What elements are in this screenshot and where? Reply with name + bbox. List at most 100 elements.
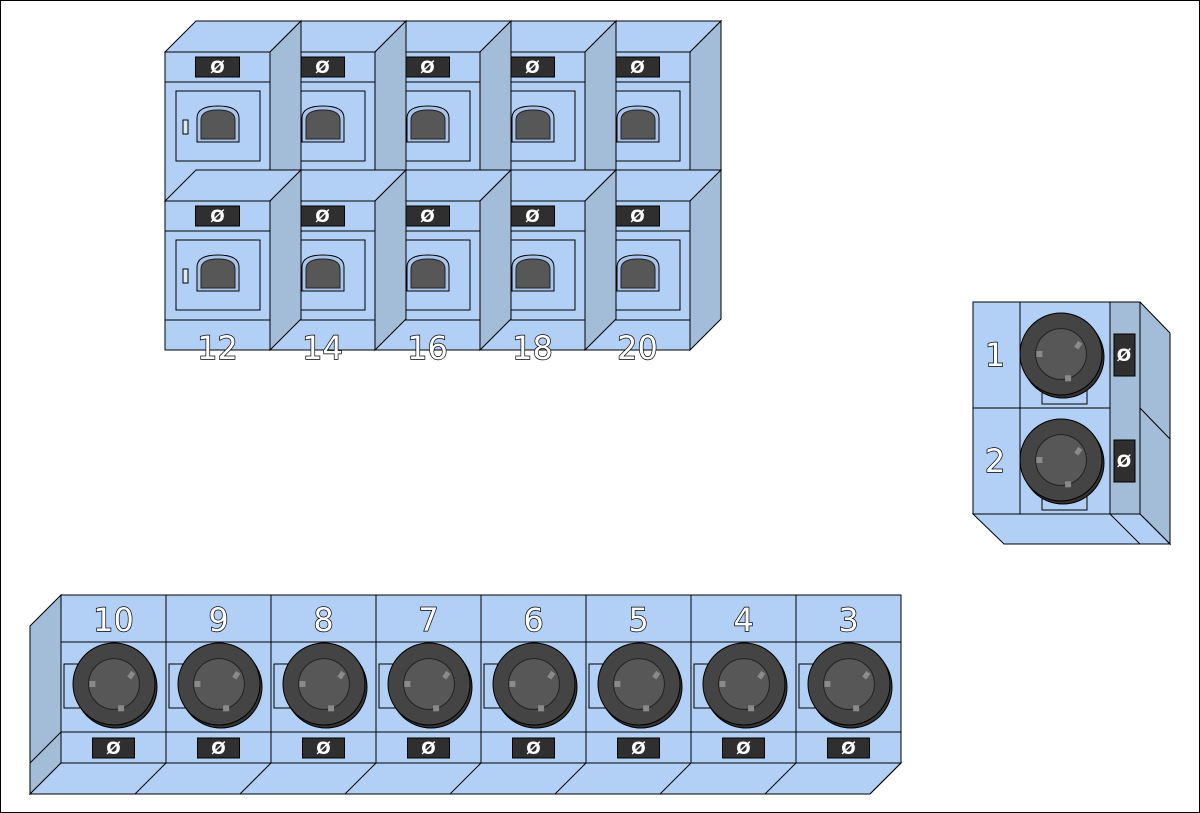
coin-slot-icon: Ø — [92, 737, 135, 759]
dryer-door-handle — [182, 268, 189, 284]
washer-number-label: 2 — [985, 442, 1005, 480]
washer-unit[interactable]: 6Ø — [480, 594, 587, 795]
coin-slot-label: Ø — [421, 739, 435, 759]
dryer-door-glass — [620, 258, 656, 289]
washer-door-icon — [807, 642, 893, 729]
washer-unit[interactable]: 7Ø — [375, 594, 482, 795]
washer-unit[interactable]: 3Ø — [795, 594, 902, 795]
coin-slot-label: Ø — [1117, 346, 1131, 366]
washer-door-glass — [298, 658, 350, 710]
coin-slot-box — [617, 737, 660, 759]
washer-door-icon — [177, 642, 263, 729]
washer-number-label: 7 — [418, 601, 438, 639]
coin-slot-icon: Ø — [510, 205, 555, 227]
coin-slot-icon: Ø — [195, 56, 240, 78]
coin-slot-label: Ø — [525, 58, 539, 78]
washer-unit[interactable]: 4Ø — [690, 594, 797, 795]
coin-slot-icon: Ø — [300, 56, 345, 78]
coin-slot-label: Ø — [630, 58, 644, 78]
washer-unit[interactable]: 10Ø — [60, 594, 167, 795]
dryer-unit[interactable]: Ø16 — [373, 168, 513, 368]
washer-unit[interactable]: 9Ø — [165, 594, 272, 795]
dryer-door-glass — [410, 109, 446, 140]
coin-slot-box — [195, 205, 240, 227]
coin-slot-box — [195, 56, 240, 78]
coin-slot-label: Ø — [210, 58, 224, 78]
washer-row-side — [29, 593, 62, 796]
dryer-door-glass — [515, 258, 551, 289]
dryer-number-label: 12 — [197, 329, 238, 367]
dryer-side-face — [479, 168, 512, 352]
washer-pair-edge — [1139, 407, 1171, 440]
washer-door-icon — [597, 642, 683, 729]
washer-door-tab — [757, 670, 766, 680]
coin-slot-icon: Ø — [615, 205, 660, 227]
coin-slot-icon: Ø — [615, 56, 660, 78]
washer-door-tab — [614, 681, 621, 687]
washer-door-glass — [718, 658, 770, 710]
washer-door-tab — [719, 681, 726, 687]
washer-door-tab — [328, 705, 335, 712]
washer-door-tab — [1065, 481, 1072, 488]
washer-door-tab — [862, 670, 871, 680]
washer-door-tab — [433, 705, 440, 712]
washer-number-label: 4 — [733, 601, 753, 639]
dryer-unit[interactable]: Ø 12 — [163, 168, 303, 368]
dryer-door-glass — [200, 258, 236, 289]
washer-door-tab — [1036, 351, 1043, 357]
dryer-side-face — [584, 168, 617, 352]
coin-slot-label: Ø — [420, 58, 434, 78]
coin-slot-icon: Ø — [197, 737, 240, 759]
dryer-door-icon — [175, 90, 261, 162]
coin-slot-icon: Ø — [510, 56, 555, 78]
coin-slot-label: Ø — [210, 207, 224, 227]
dryer-number-label: 14 — [302, 329, 343, 367]
coin-slot-box — [827, 737, 870, 759]
washer-door-glass — [1035, 328, 1087, 380]
coin-slot-label: Ø — [525, 207, 539, 227]
coin-slot-label: Ø — [526, 739, 540, 759]
washer-number-label: 3 — [838, 601, 858, 639]
dryer-door-glass — [620, 109, 656, 140]
washer-door-tab — [127, 670, 136, 680]
washer-door-tab — [643, 705, 650, 712]
dryer-number-label: 20 — [617, 329, 658, 367]
washer-number-label: 1 — [985, 336, 1005, 374]
dryer-door-icon — [175, 239, 261, 311]
coin-slot-box — [302, 737, 345, 759]
washer-base-edge — [344, 762, 377, 795]
washer-base-edge — [659, 762, 692, 795]
dryer-number-label: 18 — [512, 329, 553, 367]
coin-slot-icon: Ø — [302, 737, 345, 759]
washer-door-glass — [403, 658, 455, 710]
washer-door-icon — [387, 642, 473, 729]
coin-slot-box — [1113, 333, 1136, 377]
coin-slot-icon: Ø — [617, 737, 660, 759]
washer-door-tab — [223, 705, 230, 712]
washer-door-tab — [194, 681, 201, 687]
washer-door-tab — [404, 681, 411, 687]
washer-door-tab — [89, 681, 96, 687]
washer-door-tab — [824, 681, 831, 687]
washer-door-tab — [509, 681, 516, 687]
coin-slot-label: Ø — [841, 739, 855, 759]
coin-slot-icon: Ø — [1113, 333, 1136, 377]
coin-slot-label: Ø — [630, 207, 644, 227]
washer-unit[interactable]: 5Ø — [585, 594, 692, 795]
washer-door-tab — [1065, 375, 1072, 382]
washer-base-edge — [239, 762, 272, 795]
washer-door-tab — [547, 670, 556, 680]
coin-slot-icon: Ø — [300, 205, 345, 227]
washer-number-label: 8 — [313, 601, 333, 639]
coin-slot-box — [722, 737, 765, 759]
washer-door-tab — [748, 705, 755, 712]
washer-unit[interactable]: 8Ø — [270, 594, 377, 795]
washer-door-tab — [652, 670, 661, 680]
coin-slot-label: Ø — [1117, 452, 1131, 472]
coin-slot-label: Ø — [420, 207, 434, 227]
washer-door-icon — [492, 642, 578, 729]
